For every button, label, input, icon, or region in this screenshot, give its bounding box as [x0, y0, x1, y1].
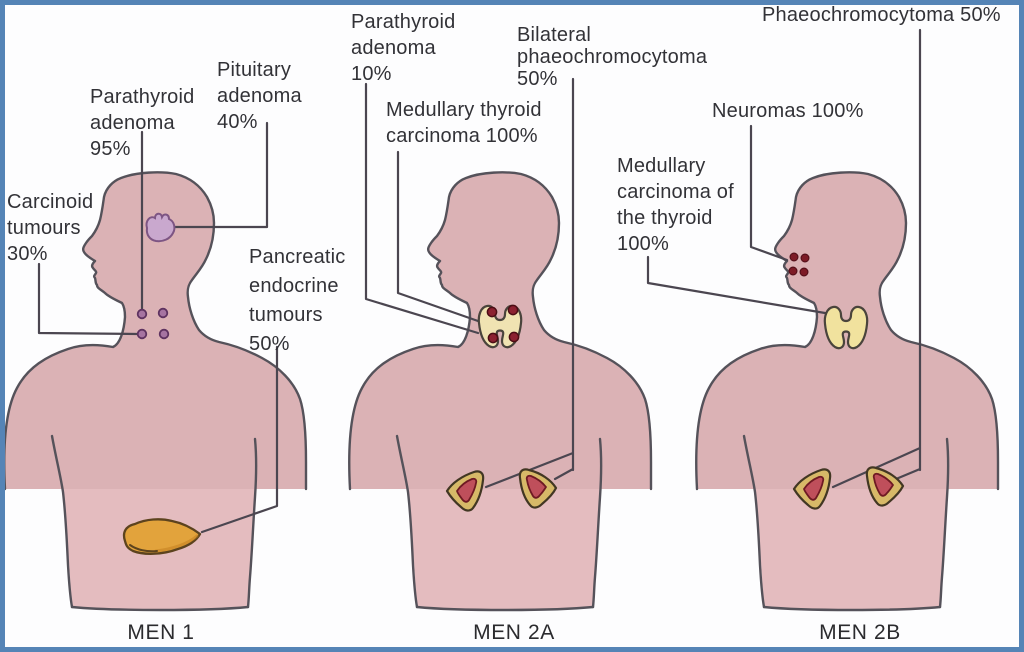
- caption-men2b: MEN 2B: [819, 621, 901, 644]
- label-men2b-phaeochromocytoma: Phaeochromocytoma 50%: [762, 4, 1001, 26]
- caption-men1: MEN 1: [127, 621, 195, 644]
- label-men1-carcinoid-tumours: Carcinoid tumours 30%: [7, 191, 94, 265]
- callout-men2b-medullary: [646, 255, 827, 315]
- pancreas: [122, 518, 202, 555]
- callout-men1-pancreatic: [200, 345, 279, 534]
- figure-men2a-body: [348, 171, 653, 612]
- label-men2a-parathyroid-adenoma: Parathyroid adenoma 10%: [351, 11, 456, 85]
- figure-men2b-body: [695, 171, 1000, 612]
- pituitary-gland: [145, 212, 176, 243]
- callout-men2a-parathyroid: [364, 82, 480, 335]
- label-men1-parathyroid-adenoma: Parathyroid adenoma 95%: [90, 86, 195, 160]
- label-men1-pituitary-adenoma: Pituitary adenoma 40%: [217, 59, 302, 133]
- label-men1-pancreatic-tumours: Pancreatic endocrine tumours 50%: [249, 246, 346, 355]
- label-men2a-medullary-thyroid-carcinoma: Medullary thyroid carcinoma 100%: [386, 99, 542, 147]
- label-men2b-medullary-carcinoma: Medullary carcinoma of the thyroid 100%: [617, 155, 734, 255]
- neuroma-dots: [788, 252, 810, 277]
- thyroid-nodules-men2a: [486, 304, 520, 344]
- parathyroid-dots: [136, 307, 170, 340]
- label-men2a-bilateral-phaeochromocytoma: Bilateral phaeochromocytoma 50%: [517, 24, 708, 90]
- caption-men2a: MEN 2A: [473, 621, 555, 644]
- callout-men1-pituitary: [168, 121, 269, 229]
- label-men2b-neuromas: Neuromas 100%: [712, 100, 864, 122]
- callout-men2b-neuromas: [749, 124, 789, 262]
- callout-men2a-medullary: [396, 150, 480, 323]
- callout-men1-carcinoid: [37, 262, 140, 336]
